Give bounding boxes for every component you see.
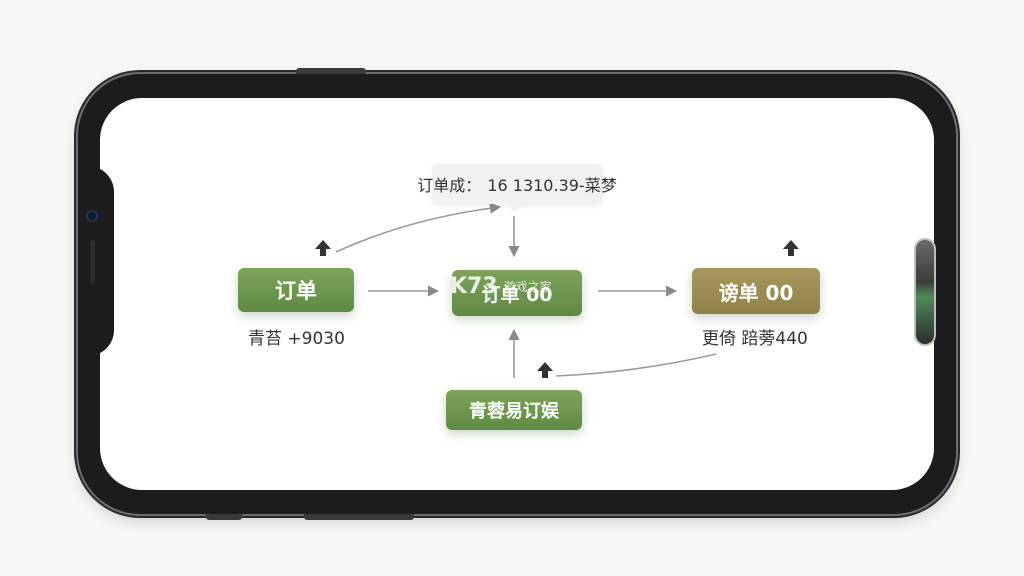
order-center-node-label: 订单 00: [481, 283, 553, 306]
order-node-label: 订单: [275, 279, 317, 303]
up-arrow-icon: [783, 240, 799, 256]
volume-button: [296, 68, 366, 74]
order-center-node[interactable]: 订单 00: [452, 270, 582, 316]
curve-right-to-bottom: [555, 353, 717, 377]
order-right-node-caption: 更倚 踣蒡440: [702, 329, 808, 349]
speaker-grille: [90, 240, 95, 284]
order-node[interactable]: 订单: [238, 268, 354, 312]
order-bottom-node-label: 青蓉易订娱: [469, 401, 559, 422]
order-tooltip: 订单成： 16 1310.39-菜梦: [417, 164, 617, 212]
side-button: [304, 514, 414, 520]
side-camera-icon: [916, 240, 934, 344]
curve-order-to-tooltip: [335, 202, 502, 253]
order-bottom-node[interactable]: 青蓉易订娱: [446, 390, 582, 430]
notch: [78, 166, 114, 356]
up-arrow-icon: [315, 240, 331, 256]
order-right-node-label: 谤单 00: [718, 280, 794, 305]
side-button: [206, 514, 242, 520]
order-right-node[interactable]: 谤单 00: [692, 268, 820, 314]
tooltip-value: 16 1310.39-菜梦: [487, 176, 617, 195]
up-arrow-icon: [537, 362, 553, 378]
tooltip-label: 订单成：: [417, 176, 482, 195]
front-camera-icon: [86, 210, 98, 222]
order-node-caption: 青苔 +9030: [248, 329, 345, 349]
